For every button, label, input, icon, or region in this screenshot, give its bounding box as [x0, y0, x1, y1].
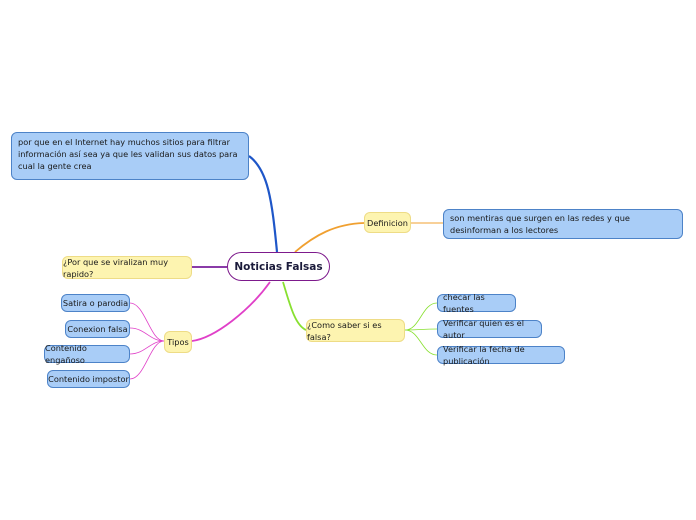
definicion-detail-node[interactable]: son mentiras que surgen en las redes y q…: [443, 209, 683, 239]
como-item-fuentes[interactable]: checar las fuentes: [437, 292, 516, 314]
definition-note-text: por que en el Internet hay muchos sitios…: [18, 137, 238, 171]
como-item-text: Verificar la fecha de publicación: [443, 344, 525, 366]
definicion-node[interactable]: Definicion: [364, 212, 411, 233]
tipos-item-text: Conexion falsa: [67, 324, 128, 334]
como-saber-text: ¿Como saber si es falsa?: [307, 319, 382, 342]
definicion-detail-text: son mentiras que surgen en las redes y q…: [450, 213, 630, 235]
definition-note-node[interactable]: por que en el Internet hay muchos sitios…: [11, 132, 249, 180]
viraliza-node[interactable]: ¿Por que se viralizan muy rapido?: [62, 256, 192, 279]
tipos-text: Tipos: [167, 337, 189, 347]
tipos-item-enganoso[interactable]: Contenido engañoso: [44, 343, 130, 365]
tipos-item-conexion[interactable]: Conexion falsa: [65, 320, 130, 338]
tipos-node[interactable]: Tipos: [164, 331, 192, 353]
branch-line-como-2: [404, 328, 438, 331]
como-item-text: Verificar quien es el autor: [443, 318, 524, 340]
como-item-text: checar las fuentes: [443, 292, 485, 314]
tipos-item-text: Contenido impostor: [48, 374, 129, 384]
como-saber-node[interactable]: ¿Como saber si es falsa?: [306, 319, 405, 342]
definicion-text: Definicion: [367, 217, 408, 228]
central-topic-node[interactable]: Noticias Falsas: [227, 252, 330, 281]
branch-line-definicion: [294, 222, 365, 253]
tipos-item-impostor[interactable]: Contenido impostor: [47, 370, 130, 388]
branch-line-como-3: [404, 329, 438, 356]
branch-line-note: [248, 155, 279, 253]
tipos-item-satira[interactable]: Satira o parodia: [61, 294, 130, 312]
branch-line-como-1: [404, 302, 438, 331]
branch-line-tipos-4: [129, 340, 165, 380]
branch-line-tipos: [191, 281, 271, 342]
viraliza-text: ¿Por que se viralizan muy rapido?: [63, 256, 169, 279]
branch-line-tipos-1: [129, 302, 165, 342]
central-topic-text: Noticias Falsas: [234, 260, 323, 273]
tipos-item-text: Contenido engañoso: [45, 343, 87, 365]
como-item-autor[interactable]: Verificar quien es el autor: [437, 318, 542, 340]
como-item-fecha[interactable]: Verificar la fecha de publicación: [437, 344, 565, 366]
branch-line-tipos-2: [129, 327, 165, 342]
tipos-item-text: Satira o parodia: [62, 298, 129, 308]
branch-line-como: [282, 281, 307, 331]
